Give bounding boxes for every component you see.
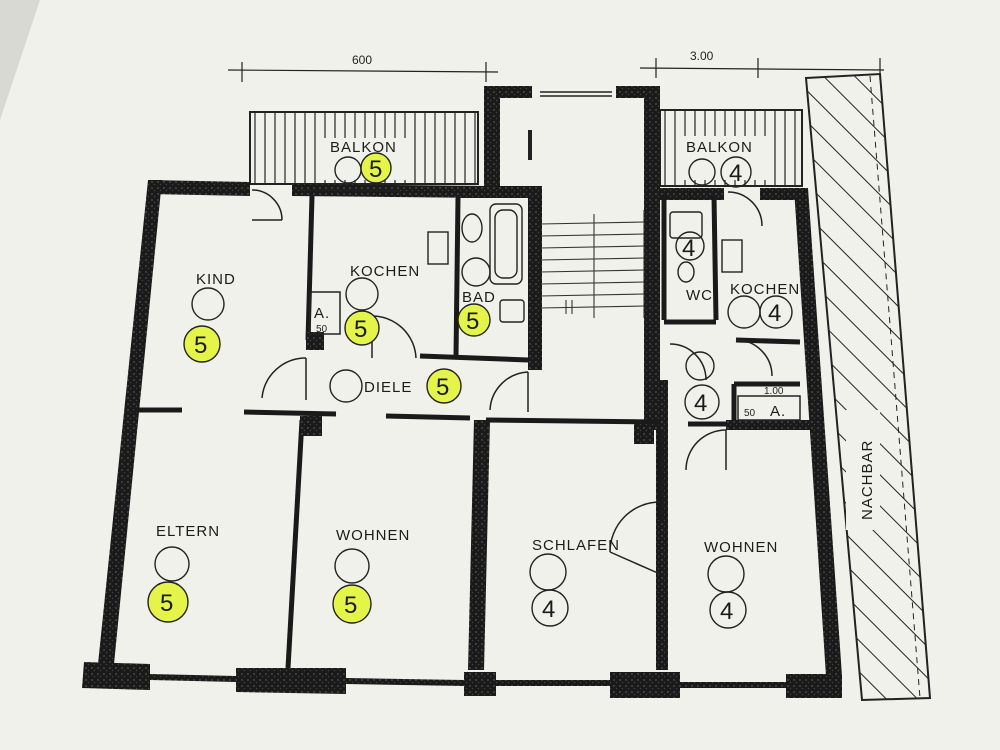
label-eltern: ELTERN <box>156 523 220 540</box>
wall-bottom-g <box>346 678 464 686</box>
svg-text:4: 4 <box>542 596 555 623</box>
dimension-label-right: 3.00 <box>690 49 714 63</box>
stair-shaft <box>488 90 656 420</box>
small-dimension: 1.00 <box>764 386 784 397</box>
walls <box>82 86 842 698</box>
svg-text:4: 4 <box>720 598 733 625</box>
svg-text:4: 4 <box>694 390 707 417</box>
label-bad: BAD <box>462 289 496 306</box>
label-wohnen-left: WOHNEN <box>336 527 410 544</box>
marker-wc: 4 <box>682 235 695 262</box>
svg-text:5: 5 <box>354 316 367 343</box>
wall-right-top <box>660 188 724 200</box>
marker-eltern: 5 <box>147 581 189 623</box>
marker-flur-right: 4 <box>684 384 720 420</box>
a-box-right-num: 50 <box>744 408 756 419</box>
a-box-left <box>309 291 341 335</box>
pillar-2 <box>634 424 654 444</box>
wall-mid-vertical <box>468 420 490 670</box>
a-box-right-label: A. <box>770 403 786 420</box>
label-kochen-left: KOCHEN <box>350 263 420 280</box>
svg-text:4: 4 <box>729 160 742 187</box>
label-kind: KIND <box>196 271 236 288</box>
wall-stair-left <box>484 88 500 190</box>
wall-bottom-d <box>610 672 680 698</box>
window-marks <box>299 91 612 192</box>
wall-bad-right <box>528 188 542 370</box>
marker-wohnen-right: 4 <box>709 591 747 629</box>
wall-top-left <box>148 180 250 196</box>
svg-text:5: 5 <box>466 308 479 335</box>
wall-bottom-c <box>464 672 496 696</box>
wall-left <box>98 180 162 664</box>
balkon-right-label-bg <box>680 136 768 180</box>
marker-balkon-right: 4 <box>720 156 752 188</box>
svg-text:4: 4 <box>768 300 781 327</box>
wall-bottom-h <box>496 680 610 686</box>
nachbar-label-bg <box>846 410 880 530</box>
a-box-left-num: 50 <box>316 324 328 335</box>
marker-schlafen: 4 <box>531 589 569 627</box>
marker-wohnen-left: 5 <box>332 584 372 624</box>
label-diele: DIELE <box>364 379 412 396</box>
neighbour-strip <box>804 72 932 702</box>
wall-bottom-f <box>150 674 236 682</box>
svg-text:4: 4 <box>682 235 695 262</box>
svg-text:5: 5 <box>436 374 449 401</box>
wall-bottom-i <box>680 682 786 688</box>
wall-stair-right-low <box>652 380 668 430</box>
marker-balkon-left: 5 <box>360 152 392 184</box>
wall-stair-top <box>484 86 532 98</box>
pillar-3 <box>306 332 324 350</box>
markers: 5 4 5 5 5 5 5 5 <box>147 152 793 629</box>
neighbour-line <box>869 75 921 699</box>
label-schlafen: SCHLAFEN <box>532 537 620 554</box>
a-box-right <box>737 395 801 421</box>
a-box-left-label: A. <box>314 305 330 322</box>
marker-kind: 5 <box>183 325 221 363</box>
wall-right-horiz <box>726 420 812 430</box>
label-kochen-right: KOCHEN <box>730 281 800 298</box>
svg-text:5: 5 <box>344 592 357 619</box>
label-wc: WC <box>686 287 713 304</box>
label-wohnen-right: WOHNEN <box>704 539 778 556</box>
svg-text:5: 5 <box>160 590 173 617</box>
marker-bad: 5 <box>457 303 491 337</box>
label-balkon-left: BALKON <box>330 139 397 156</box>
bathtub <box>489 203 523 285</box>
marker-kochen-left: 5 <box>344 310 380 346</box>
marker-diele: 5 <box>426 368 462 404</box>
dimension-top-left <box>227 62 499 82</box>
nachbar-label: NACHBAR <box>859 440 876 520</box>
pillar-1 <box>300 416 322 436</box>
wall-stair-right <box>644 88 660 420</box>
wall-bottom-b <box>236 668 346 694</box>
bathroom-fixtures <box>427 203 743 323</box>
interior-walls <box>134 195 801 669</box>
marker-kochen-right: 4 <box>759 295 793 329</box>
wall-right-outer <box>794 188 842 676</box>
wall-bottom-e <box>786 674 842 698</box>
svg-text:5: 5 <box>369 156 382 183</box>
wall-bad-top <box>456 186 542 198</box>
dimension-label-left: 600 <box>352 53 372 67</box>
label-balkon-right: BALKON <box>686 139 753 156</box>
wall-bottom-a <box>82 662 150 690</box>
svg-text:5: 5 <box>194 332 207 359</box>
